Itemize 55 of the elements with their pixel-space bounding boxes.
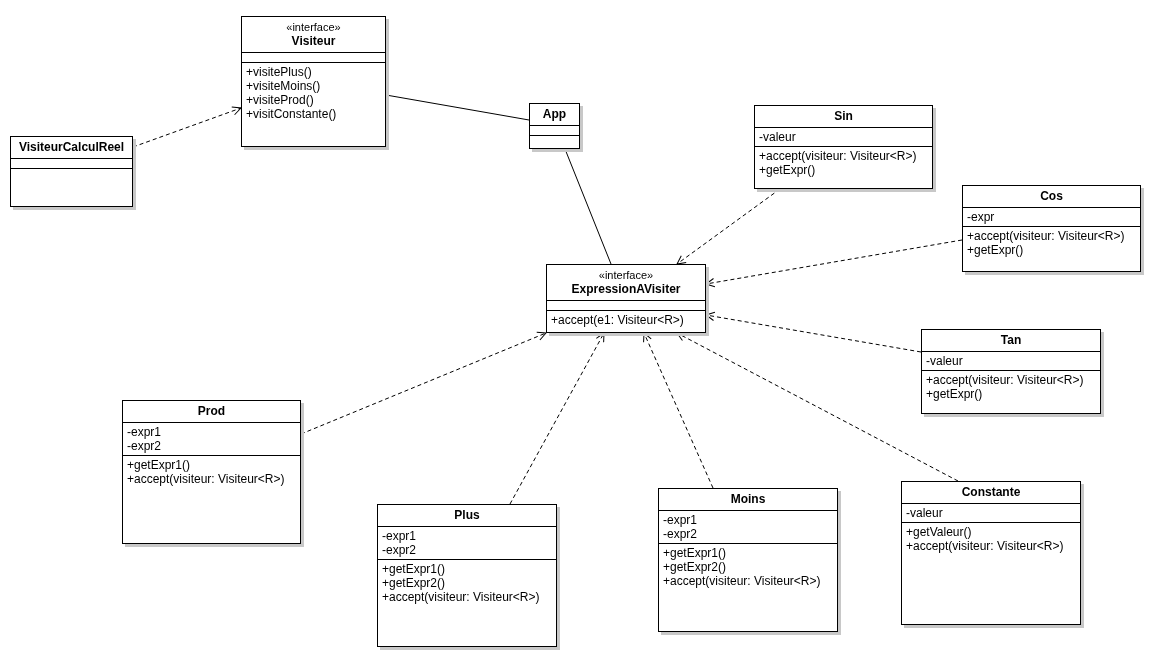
class-name: Visiteur xyxy=(291,34,336,48)
method: +accept(visiteur: Visiteur<R>) xyxy=(967,229,1126,243)
class-name: Sin xyxy=(834,109,853,123)
class-name: Prod xyxy=(197,404,226,418)
class-box xyxy=(754,105,933,189)
method: +accept(visiteur: Visiteur<R>) xyxy=(759,149,918,163)
class-name: VisiteurCalculReel xyxy=(18,140,125,154)
attribute: -expr1 xyxy=(382,529,417,543)
method: +visitConstante() xyxy=(246,107,338,121)
method: +visiteProd() xyxy=(246,93,315,107)
method: +visitePlus() xyxy=(246,65,313,79)
attribute: -expr1 xyxy=(663,513,698,527)
attribute: -expr1 xyxy=(127,425,162,439)
method: +getExpr1() xyxy=(127,458,192,472)
method: +getExpr1() xyxy=(382,562,447,576)
method: +visiteMoins() xyxy=(246,79,322,93)
class-box xyxy=(921,329,1101,414)
method: +accept(visiteur: Visiteur<R>) xyxy=(926,373,1085,387)
method: +getExpr2() xyxy=(382,576,447,590)
method: +accept(visiteur: Visiteur<R>) xyxy=(382,590,541,604)
method: +getExpr() xyxy=(967,243,1025,257)
class-name: Tan xyxy=(1000,333,1022,347)
attribute: -expr2 xyxy=(663,527,698,541)
class-box xyxy=(546,264,706,333)
class-box xyxy=(658,488,838,632)
method: +getValeur() xyxy=(906,525,973,539)
class-box xyxy=(377,504,557,647)
class-box xyxy=(241,16,386,147)
class-name: App xyxy=(542,107,567,121)
method: +accept(visiteur: Visiteur<R>) xyxy=(663,574,822,588)
method: +getExpr() xyxy=(926,387,984,401)
attribute: -expr xyxy=(967,210,996,224)
attribute: -expr2 xyxy=(382,543,417,557)
class-box xyxy=(10,136,133,207)
class-box xyxy=(529,103,580,149)
stereotype: «interface» xyxy=(286,20,341,34)
class-name: Constante xyxy=(961,485,1021,499)
attribute: -expr2 xyxy=(127,439,162,453)
method: +accept(visiteur: Visiteur<R>) xyxy=(906,539,1065,553)
method: +getExpr() xyxy=(759,163,817,177)
class-box xyxy=(962,185,1141,272)
class-name: ExpressionAVisiter xyxy=(571,282,681,296)
method: +accept(e1: Visiteur<R>) xyxy=(551,313,685,327)
attribute: -valeur xyxy=(926,354,964,368)
class-box xyxy=(901,481,1081,625)
class-name: Cos xyxy=(1040,189,1063,203)
class-name: Moins xyxy=(730,492,766,506)
class-name: Plus xyxy=(454,508,480,522)
stereotype: «interface» xyxy=(598,268,654,282)
method: +getExpr1() xyxy=(663,546,728,560)
attribute: -valeur xyxy=(759,130,797,144)
method: +accept(visiteur: Visiteur<R>) xyxy=(127,472,286,486)
class-box xyxy=(122,400,301,544)
method: +getExpr2() xyxy=(663,560,728,574)
attribute: -valeur xyxy=(906,506,944,520)
